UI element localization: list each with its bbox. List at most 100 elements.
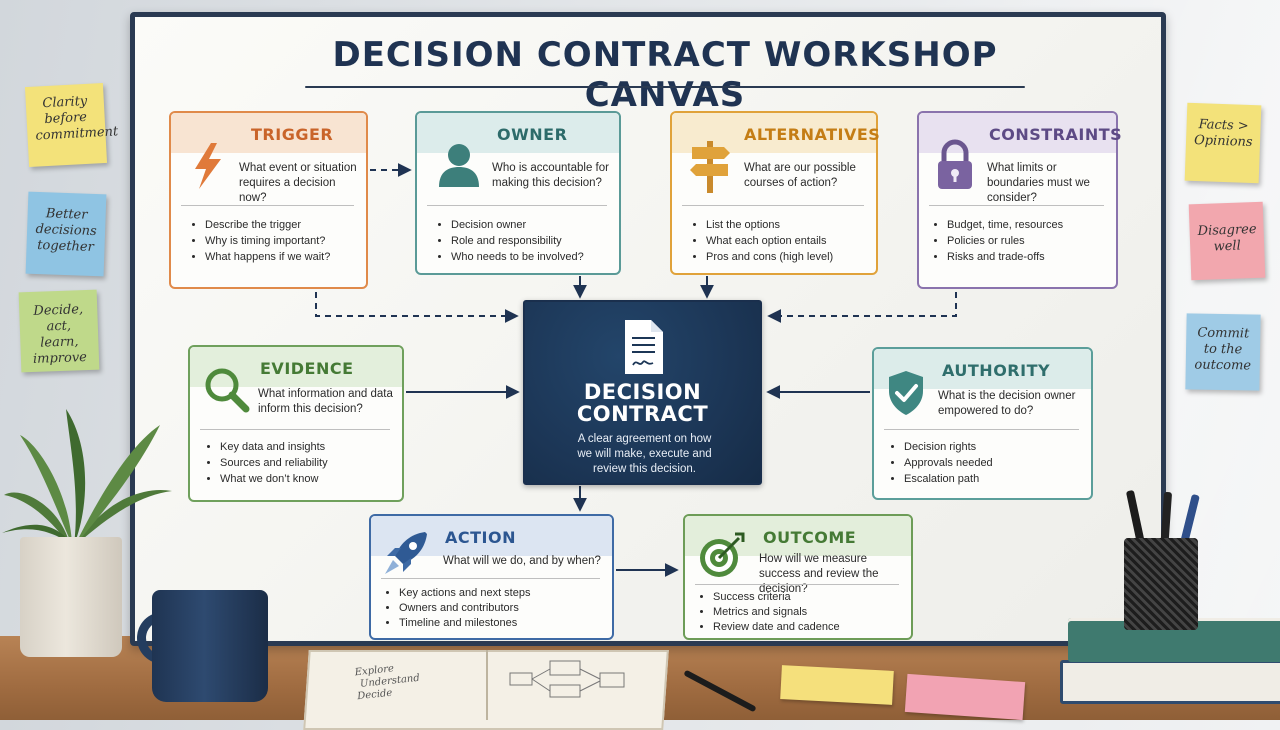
center-title-line1: DECISION bbox=[583, 380, 702, 404]
list-item: Key actions and next steps bbox=[399, 586, 530, 601]
card-divider bbox=[200, 429, 390, 430]
card-title: AUTHORITY bbox=[942, 361, 1051, 380]
list-item: Review date and cadence bbox=[713, 620, 840, 635]
list-item: Who needs to be involved? bbox=[451, 249, 584, 265]
coffee-mug bbox=[152, 590, 268, 702]
list-item: Timeline and milestones bbox=[399, 616, 530, 631]
card-header bbox=[171, 113, 366, 153]
card-question: What will we do, and by when? bbox=[443, 555, 601, 567]
center-title-line2: CONTRACT bbox=[576, 402, 709, 426]
notebook-spine bbox=[486, 650, 488, 720]
card-title: OWNER bbox=[497, 125, 568, 144]
pen-cup bbox=[1124, 538, 1198, 630]
card-question: How will we measure success and review t… bbox=[759, 553, 879, 595]
card-question: What limits or boundaries must we consid… bbox=[987, 162, 1090, 204]
card-evidence: EVIDENCE What information and data infor… bbox=[188, 345, 404, 502]
list-item: What each option entails bbox=[706, 233, 833, 249]
list-item: Success criteria bbox=[713, 590, 840, 605]
card-owner: OWNER Who is accountable for making this… bbox=[415, 111, 621, 275]
list-item: Decision owner bbox=[451, 217, 584, 233]
sticky-note: Disagree well bbox=[1188, 201, 1266, 281]
card-question: Who is accountable for making this decis… bbox=[492, 162, 609, 189]
list-item: List the options bbox=[706, 217, 833, 233]
plant-pot bbox=[20, 537, 122, 657]
list-item: Policies or rules bbox=[947, 233, 1063, 249]
book-stack-bottom bbox=[1060, 660, 1280, 704]
sticky-note: Clarity before commitment bbox=[24, 83, 119, 167]
card-authority: AUTHORITY What is the decision owner emp… bbox=[872, 347, 1093, 500]
card-list: Describe the trigger Why is timing impor… bbox=[191, 217, 330, 265]
list-item: Describe the trigger bbox=[205, 217, 330, 233]
card-title: ACTION bbox=[445, 528, 516, 547]
list-item: Approvals needed bbox=[904, 455, 993, 471]
sticky-note: Better decisions together bbox=[25, 191, 107, 277]
card-header bbox=[672, 113, 876, 153]
card-title: OUTCOME bbox=[763, 528, 857, 547]
list-item: What we don’t know bbox=[220, 471, 328, 487]
list-item: Decision rights bbox=[904, 439, 993, 455]
card-list: List the options What each option entail… bbox=[692, 217, 833, 265]
list-item: Why is timing important? bbox=[205, 233, 330, 249]
decision-contract-box: DECISION CONTRACT A clear agreement on h… bbox=[523, 300, 762, 485]
card-question: What is the decision owner empowered to … bbox=[938, 390, 1076, 417]
list-item: What happens if we wait? bbox=[205, 249, 330, 265]
card-list: Decision rights Approvals needed Escalat… bbox=[890, 439, 993, 487]
signed-document-icon bbox=[625, 320, 663, 374]
lightning-icon bbox=[195, 143, 221, 189]
list-item: Risks and trade-offs bbox=[947, 249, 1063, 265]
list-item: Sources and reliability bbox=[220, 455, 328, 471]
shield-check-icon bbox=[889, 371, 923, 415]
card-header bbox=[190, 347, 402, 387]
card-list: Key actions and next steps Owners and co… bbox=[385, 586, 530, 631]
yellow-sticky-pad bbox=[780, 665, 894, 705]
card-divider bbox=[695, 584, 899, 585]
lock-icon bbox=[938, 139, 972, 189]
card-question: What are our possible courses of action? bbox=[744, 162, 856, 189]
card-divider bbox=[682, 205, 864, 206]
card-question: What information and data inform this de… bbox=[258, 388, 393, 415]
card-alternatives: ALTERNATIVES What are our possible cours… bbox=[670, 111, 881, 275]
rocket-icon bbox=[385, 532, 427, 574]
card-header bbox=[919, 113, 1116, 153]
card-title: CONSTRAINTS bbox=[989, 125, 1123, 144]
card-divider bbox=[427, 205, 607, 206]
card-question: What event or situation requires a decis… bbox=[239, 162, 357, 204]
center-description: A clear agreement on how we will make, e… bbox=[577, 433, 712, 475]
card-list: Budget, time, resources Policies or rule… bbox=[933, 217, 1063, 265]
pink-sticky-pad bbox=[904, 673, 1026, 721]
card-list: Key data and insights Sources and reliab… bbox=[206, 439, 328, 487]
magnifier-icon bbox=[205, 368, 250, 413]
list-item: Role and responsibility bbox=[451, 233, 584, 249]
list-item: Key data and insights bbox=[220, 439, 328, 455]
card-action: ACTION What will we do, and by when? Key… bbox=[369, 514, 614, 640]
notebook-notes: Explore Understand Decide bbox=[354, 661, 421, 703]
card-divider bbox=[884, 429, 1079, 430]
title-underline bbox=[305, 86, 1025, 88]
card-divider bbox=[381, 578, 600, 579]
notebook-sketch bbox=[509, 660, 625, 698]
list-item: Metrics and signals bbox=[713, 605, 840, 620]
card-list: Success criteria Metrics and signals Rev… bbox=[699, 590, 840, 635]
plant-leaves bbox=[2, 409, 172, 545]
list-item: Budget, time, resources bbox=[947, 217, 1063, 233]
target-icon bbox=[700, 532, 745, 577]
signpost-icon bbox=[690, 141, 730, 193]
sticky-note: Decide, act, learn, improve bbox=[18, 289, 100, 373]
card-title: TRIGGER bbox=[251, 125, 334, 144]
list-item: Escalation path bbox=[904, 471, 993, 487]
person-icon bbox=[439, 144, 479, 187]
card-header bbox=[417, 113, 619, 153]
list-item: Pros and cons (high level) bbox=[706, 249, 833, 265]
list-item: Owners and contributors bbox=[399, 601, 530, 616]
card-divider bbox=[929, 205, 1104, 206]
card-outcome: OUTCOME How will we measure success and … bbox=[683, 514, 913, 640]
card-divider bbox=[181, 205, 354, 206]
sticky-note: Commit to the outcome bbox=[1185, 313, 1261, 391]
sticky-note: Facts > Opinions bbox=[1184, 102, 1262, 184]
card-title: ALTERNATIVES bbox=[744, 125, 881, 144]
card-title: EVIDENCE bbox=[260, 359, 354, 378]
card-list: Decision owner Role and responsibility W… bbox=[437, 217, 584, 265]
canvas-title: Decision Contract Workshop Canvas bbox=[332, 35, 998, 115]
card-constraints: CONSTRAINTS What limits or boundaries mu… bbox=[917, 111, 1122, 289]
card-trigger: TRIGGER What event or situation requires… bbox=[169, 111, 368, 289]
